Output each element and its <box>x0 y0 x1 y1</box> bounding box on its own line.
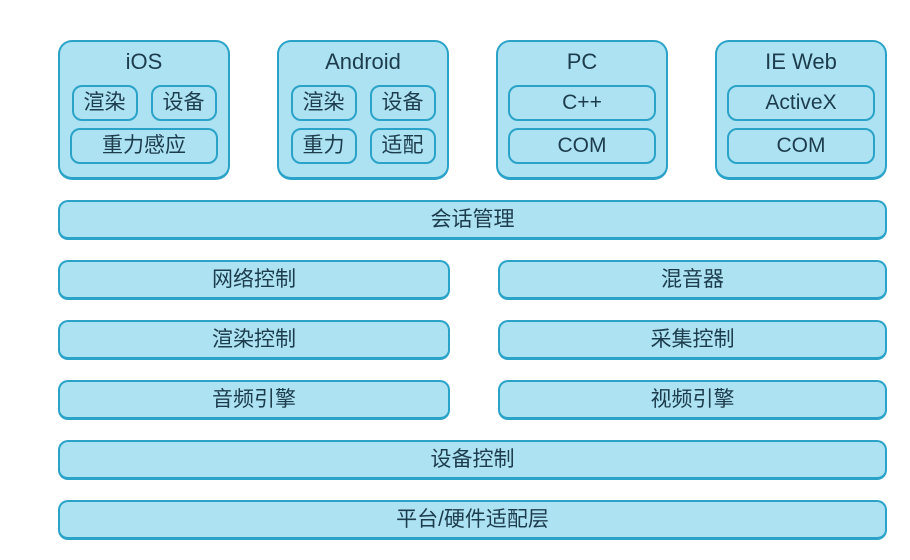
module-chip-com: COM <box>727 128 875 164</box>
module-chip-gravity: 重力 <box>290 128 357 164</box>
platform-box-android: Android 渲染 设备 重力 适配 <box>277 40 449 180</box>
platform-box-ieweb: IE Web ActiveX COM <box>715 40 887 180</box>
module-row: 渲染 设备 <box>70 85 218 121</box>
module-chip-com: COM <box>508 128 656 164</box>
platform-box-ios: iOS 渲染 设备 重力感应 <box>58 40 230 180</box>
platform-boxes-row: iOS 渲染 设备 重力感应 Android 渲染 设备 重力 适配 PC C <box>58 40 887 180</box>
layer-bar-audio-engine: 音频引擎 <box>58 380 450 420</box>
layer-bar-video-engine: 视频引擎 <box>498 380 887 420</box>
layer-bar-network-control: 网络控制 <box>58 260 450 300</box>
layer-bar-device-control: 设备控制 <box>58 440 887 480</box>
layer-bar-session-management: 会话管理 <box>58 200 887 240</box>
module-row: C++ <box>508 85 656 121</box>
module-chip-render: 渲染 <box>71 85 138 121</box>
layer-bar-render-control: 渲染控制 <box>58 320 450 360</box>
module-chip-gravity-sensing: 重力感应 <box>70 128 218 164</box>
layer-bar-mixer: 混音器 <box>498 260 887 300</box>
layer-bar-platform-hardware-adaptation: 平台/硬件适配层 <box>58 500 887 540</box>
module-chip-cpp: C++ <box>508 85 656 121</box>
platform-title-pc: PC <box>566 49 598 74</box>
module-row: 重力 适配 <box>289 128 437 164</box>
module-chip-device: 设备 <box>150 85 217 121</box>
module-chip-render: 渲染 <box>290 85 357 121</box>
layer-bar-capture-control: 采集控制 <box>498 320 887 360</box>
module-row: 重力感应 <box>70 128 218 164</box>
platform-box-pc: PC C++ COM <box>496 40 668 180</box>
module-chip-adapt: 适配 <box>369 128 436 164</box>
platform-title-ieweb: IE Web <box>765 49 837 74</box>
platform-title-android: Android <box>325 49 401 74</box>
module-chip-device: 设备 <box>369 85 436 121</box>
module-row: COM <box>727 128 875 164</box>
module-chip-activex: ActiveX <box>727 85 875 121</box>
module-row: ActiveX <box>727 85 875 121</box>
module-row: COM <box>508 128 656 164</box>
module-row: 渲染 设备 <box>289 85 437 121</box>
platform-title-ios: iOS <box>125 49 163 74</box>
